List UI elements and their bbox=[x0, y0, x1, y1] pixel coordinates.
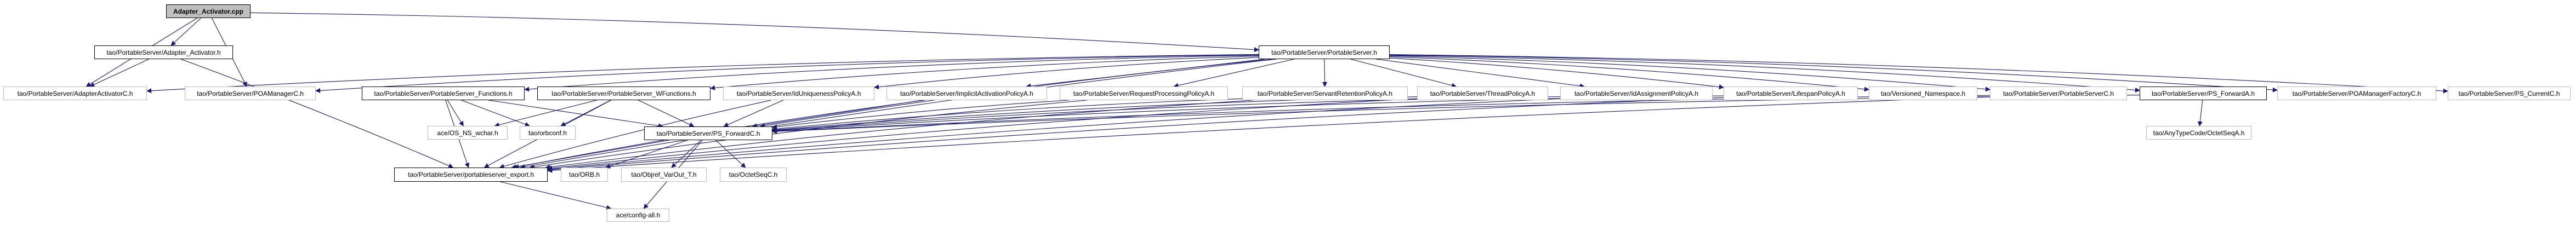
graph-node-label: ace/config-all.h bbox=[616, 211, 661, 219]
graph-node-label: tao/OctetSeqC.h bbox=[729, 171, 778, 178]
graph-node-label: tao/PortableServer/Adapter_Activator.h bbox=[106, 48, 221, 56]
graph-node-label: tao/PortableServer/PortableServer.h bbox=[1271, 48, 1377, 56]
graph-node-poamanagerfactoryc_h: tao/PortableServer/POAManagerFactoryC.h bbox=[2277, 86, 2436, 100]
include-edge-lifespanpolicya_h--portableserver_export_h bbox=[547, 97, 1724, 172]
include-edge-ps_forwardc_h--octetseqc_h bbox=[715, 140, 746, 168]
include-edge-portableserver_h--servantretentionpolicya_h bbox=[1322, 59, 1328, 87]
graph-node-label: tao/ORB.h bbox=[568, 171, 600, 178]
include-edge-portableserver_h--poamanagerfactoryc_h bbox=[1389, 54, 2278, 93]
include-edge-ps_forwarda_h--ps_forwardc_h bbox=[772, 95, 2140, 134]
include-edge-portableserver_h--poamanagerc_h bbox=[315, 54, 1259, 93]
graph-node-requestprocessingpolicya_h: tao/PortableServer/RequestProcessingPoli… bbox=[1060, 86, 1228, 100]
graph-node-portableserverc_h: tao/PortableServer/PortableServerC.h bbox=[1990, 86, 2127, 100]
include-edge-portableserver_functions_h--orbconf_h bbox=[461, 100, 530, 127]
include-edge-requestprocessingpolicya_h--ps_forwardc_h bbox=[772, 100, 1070, 130]
graph-node-label: tao/PortableServer/LifespanPolicyA.h bbox=[1736, 89, 1845, 97]
graph-node-portableserver_wfunctions_h[interactable]: tao/PortableServer/PortableServer_WFunct… bbox=[537, 86, 710, 100]
graph-node-os_ns_wchar_h: ace/OS_NS_wchar.h bbox=[428, 126, 508, 140]
graph-node-portableserver_export_h[interactable]: tao/PortableServer/portableserver_export… bbox=[394, 168, 548, 182]
graph-node-label: tao/Versioned_Namespace.h bbox=[1880, 89, 1966, 97]
include-edge-portableserverc_h--portableserver_export_h bbox=[547, 96, 1991, 173]
include-edge-implicitactivationpolicya_h--ps_forwardc_h bbox=[752, 100, 923, 129]
include-edge-portableserver_h--requestprocessingpolicya_h bbox=[1173, 59, 1294, 88]
graph-node-lifespanpolicya_h: tao/PortableServer/LifespanPolicyA.h bbox=[1724, 86, 1858, 100]
graph-node-config_all_h: ace/config-all.h bbox=[607, 209, 669, 222]
include-edge-adapter_activator_cpp--adapter_activator_h bbox=[170, 18, 201, 46]
include-edge-portableserver_h--adapteractivatorc_h bbox=[146, 54, 1259, 94]
graph-node-label: tao/AnyTypeCode/OctetSeqA.h bbox=[2153, 129, 2245, 137]
include-edge-iduniquenesspolicya_h--ps_forwardc_h bbox=[723, 100, 783, 127]
graph-node-label: tao/PortableServer/RequestProcessingPoli… bbox=[1073, 89, 1215, 97]
graph-node-ps_forwardc_h[interactable]: tao/PortableServer/PS_ForwardC.h bbox=[644, 126, 772, 140]
include-edge-portableserver_functions_h--ps_forwardc_h bbox=[488, 100, 664, 129]
include-edge-servantretentionpolicya_h--ps_forwardc_h bbox=[772, 98, 1243, 131]
graph-node-orbconf_h: tao/orbconf.h bbox=[520, 126, 576, 140]
graph-node-portableserver_functions_h[interactable]: tao/PortableServer/PortableServer_Functi… bbox=[362, 86, 525, 100]
graph-node-adapter_activator_h[interactable]: tao/PortableServer/Adapter_Activator.h bbox=[94, 45, 233, 59]
include-edge-ps_forwarda_h--octetseqa_h bbox=[2197, 100, 2203, 126]
include-edge-portableserver_h--ps_forwarda_h bbox=[1389, 55, 2140, 93]
include-edge-idassignmentpolicya_h--portableserver_export_h bbox=[547, 98, 1561, 171]
graph-node-label: Adapter_Activator.cpp bbox=[173, 7, 244, 15]
include-edge-iduniquenesspolicya_h--portableserver_export_h bbox=[499, 100, 771, 169]
graph-node-label: tao/PortableServer/PS_ForwardC.h bbox=[656, 129, 760, 137]
include-edge-portableserver_h--idassignmentpolicya_h bbox=[1376, 59, 1585, 89]
graph-node-label: tao/PortableServer/PS_CurrentC.h bbox=[2458, 89, 2560, 97]
include-edge-requestprocessingpolicya_h--portableserver_export_h bbox=[529, 100, 1088, 170]
graph-node-ps_currentc_h: tao/PortableServer/PS_CurrentC.h bbox=[2448, 86, 2571, 100]
graph-node-label: tao/orbconf.h bbox=[528, 129, 567, 137]
graph-node-octetseqa_h: tao/AnyTypeCode/OctetSeqA.h bbox=[2146, 126, 2251, 140]
include-edge-portableserver_functions_h--os_ns_wchar_h bbox=[447, 100, 464, 126]
include-edge-ps_forwardc_h--portableserver_export_h bbox=[511, 140, 669, 170]
include-edge-servantretentionpolicya_h--portableserver_export_h bbox=[545, 100, 1253, 170]
graph-node-octetseqc_h: tao/OctetSeqC.h bbox=[720, 168, 787, 182]
graph-node-idassignmentpolicya_h: tao/PortableServer/IdAssignmentPolicyA.h bbox=[1560, 86, 1713, 100]
include-edge-portableserver_export_h--config_all_h bbox=[500, 181, 612, 210]
graph-node-label: tao/Objref_VarOut_T.h bbox=[631, 171, 697, 178]
graph-node-label: tao/PortableServer/ServantRetentionPolic… bbox=[1257, 89, 1393, 97]
include-edge-portableserver_wfunctions_h--ps_forwardc_h bbox=[638, 100, 695, 127]
graph-node-threadpolicya_h: tao/PortableServer/ThreadPolicyA.h bbox=[1417, 86, 1548, 100]
graph-node-label: tao/PortableServer/portableserver_export… bbox=[407, 171, 534, 178]
include-edge-portableserver_h--lifespanpolicya_h bbox=[1389, 57, 1724, 90]
include-edge-adapter_activator_h--adapteractivatorc_h bbox=[89, 59, 149, 87]
graph-node-iduniquenesspolicya_h: tao/PortableServer/IdUniquenessPolicyA.h bbox=[723, 86, 874, 100]
graph-node-label: tao/PortableServer/ThreadPolicyA.h bbox=[1430, 89, 1536, 97]
include-edge-portableserver_wfunctions_h--os_ns_wchar_h bbox=[494, 100, 597, 128]
include-edge-portableserver_h--versioned_namespace_h bbox=[1389, 56, 1869, 92]
graph-node-orb_h: tao/ORB.h bbox=[561, 168, 608, 182]
include-edge-portableserver_h--iduniquenesspolicya_h bbox=[874, 57, 1259, 90]
include-edge-portableserver_h--portableserverc_h bbox=[1389, 55, 1991, 92]
graph-node-label: tao/PortableServer/POAManagerC.h bbox=[197, 89, 304, 97]
graph-node-poamanagerc_h: tao/PortableServer/POAManagerC.h bbox=[185, 86, 316, 100]
graph-node-label: tao/PortableServer/PortableServer_Functi… bbox=[374, 89, 513, 97]
graph-node-servantretentionpolicya_h: tao/PortableServer/ServantRetentionPolic… bbox=[1242, 86, 1408, 100]
include-edge-portableserver_h--portableserver_functions_h bbox=[524, 55, 1259, 92]
graph-node-label: tao/PortableServer/AdapterActivatorC.h bbox=[17, 89, 133, 97]
graph-node-label: tao/PortableServer/PS_ForwardA.h bbox=[2151, 89, 2255, 97]
include-edge-portableserver_h--portableserver_export_h bbox=[520, 59, 1277, 170]
graph-node-adapteractivatorc_h: tao/PortableServer/AdapterActivatorC.h bbox=[3, 86, 147, 100]
graph-node-label: ace/OS_NS_wchar.h bbox=[437, 129, 498, 137]
include-edge-adapter_activator_cpp--portableserver_h bbox=[250, 12, 1259, 53]
graph-node-versioned_namespace_h: tao/Versioned_Namespace.h bbox=[1869, 86, 1977, 100]
include-edge-portableserver_h--portableserver_wfunctions_h bbox=[710, 55, 1259, 90]
graph-node-adapter_activator_cpp[interactable]: Adapter_Activator.cpp bbox=[166, 4, 251, 18]
include-edge-portableserver_h--ps_currentc_h bbox=[1389, 54, 2448, 94]
include-edge-ps_forwardc_h--objref_varout_t_h bbox=[671, 140, 701, 168]
graph-node-ps_forwarda_h[interactable]: tao/PortableServer/PS_ForwardA.h bbox=[2140, 86, 2267, 100]
include-edge-portableserver_h--threadpolicya_h bbox=[1350, 59, 1457, 88]
graph-node-label: tao/PortableServer/ImplicitActivationPol… bbox=[900, 89, 1033, 97]
graph-node-label: tao/PortableServer/PortableServer_WFunct… bbox=[551, 89, 696, 97]
graph-node-objref_varout_t_h: tao/Objref_VarOut_T.h bbox=[621, 168, 707, 182]
graph-node-label: tao/PortableServer/PortableServerC.h bbox=[2003, 89, 2114, 97]
include-edge-ps_forwardc_h--orb_h bbox=[605, 140, 688, 169]
graph-node-label: tao/PortableServer/IdUniquenessPolicyA.h bbox=[736, 89, 861, 97]
include-edge-adapter_activator_h--portableserver_export_h bbox=[180, 59, 454, 168]
graph-node-implicitactivationpolicya_h: tao/PortableServer/ImplicitActivationPol… bbox=[886, 86, 1047, 100]
graph-node-label: tao/PortableServer/POAManagerFactoryC.h bbox=[2292, 89, 2421, 97]
graph-node-portableserver_h[interactable]: tao/PortableServer/PortableServer.h bbox=[1259, 45, 1390, 59]
graph-node-label: tao/PortableServer/IdAssignmentPolicyA.h bbox=[1574, 89, 1699, 97]
